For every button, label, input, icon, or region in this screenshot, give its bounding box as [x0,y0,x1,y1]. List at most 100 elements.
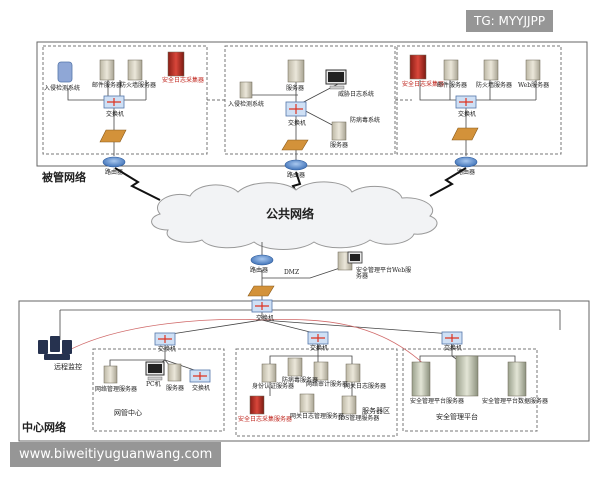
device-label: 防病毒服务器 [282,377,319,384]
firewall-icon [99,129,127,143]
red-links [59,319,431,371]
server-icon [313,361,329,381]
device-label: 服务器 [330,142,349,149]
device-label: 安全管理平台Web服务器 [356,267,412,280]
switch-label: 交换机 [158,346,177,353]
switch-icons [57,61,477,383]
pc-icons [145,69,363,381]
server-icon [443,59,459,81]
device-label: 入侵检测系统 [44,85,81,92]
switch-label: 交换机 [288,120,307,127]
device-label: 网关日志管理服务器 [290,413,345,420]
server-rack-icon [455,355,479,397]
router-label: 路由器 [105,169,124,176]
firewall-icon [247,285,275,297]
device-label: 网络管理服务器 [95,386,138,393]
router-label: 路由器 [287,172,306,179]
server-icon [239,81,253,99]
switch-icon [455,95,477,109]
watermark-website: www.biweitiyuguanwang.com [10,442,222,467]
server-zone-box [235,348,398,437]
switch-label: 交换机 [256,315,275,322]
central-network-frame [18,300,590,442]
device-label: 服务器 [286,85,305,92]
public-network-cloud [151,181,438,250]
server-zone-title: 服务器区 [362,407,390,415]
device-label: Web服务器 [518,82,550,89]
router-icon [250,254,274,266]
server-icon [261,363,277,383]
server-icon [345,363,361,383]
server-icon [167,51,185,77]
server-icon [483,59,499,81]
security-platform-title: 安全管理平台 [436,413,478,421]
server-icon [287,59,305,83]
monitor-icon [145,361,165,381]
managed-network-frame [36,41,588,167]
server-icon [287,357,303,377]
remote-monitor-label: 远程监控 [54,363,82,371]
server-icon [127,59,143,81]
central-network-title: 中心网络 [22,421,66,434]
server-rack-icon [507,361,527,397]
device-label: 网关日志服务器 [344,383,387,390]
switch-label: 交换机 [458,111,477,118]
monitor-icon [325,69,347,90]
device-label: 交换机 [192,385,211,392]
firewall-icon [451,127,479,141]
dmz-label: DMZ [284,269,300,276]
dmz-links [261,242,341,304]
switch-icon [285,101,307,117]
device-label: 网络审计服务器 [306,381,349,388]
middle-site-box [224,45,396,155]
device-label: 安全日志采集器 [162,77,205,84]
router-icon [454,156,478,168]
server-icon [103,365,118,384]
server-icons [99,51,541,415]
server-icon [409,54,427,80]
switch-icon [251,299,273,313]
security-platform-box [402,348,538,432]
device-label: 威胁日志系统 [338,91,375,98]
device-label: 安全日志采集服务器 [238,416,293,423]
switch-icon [154,332,176,346]
switch-icon [57,61,73,83]
device-label: 安全管理平台数据服务器 [482,398,549,405]
router-label: 路由器 [457,169,476,176]
management-center-title: 网管中心 [114,409,142,417]
switch-icon [189,369,211,383]
server-icon [331,121,347,141]
device-label: 防火墙服务器 [120,82,157,89]
device-label: 防病毒系统 [350,117,381,124]
device-label: 安全日志采集器 [402,81,445,88]
server-rack-icon [411,361,431,397]
switch-icon [307,331,329,345]
server-icon [167,363,182,382]
device-label: 安全管理平台服务器 [410,398,465,405]
device-label: 服务器 [166,385,185,392]
device-label: 身份认证服务器 [252,383,295,390]
switch-label: 交换机 [310,345,329,352]
managed-network-title: 被管网络 [42,171,86,184]
server-icon [341,395,357,415]
management-center-box [92,348,225,432]
firewall-icons [99,127,479,297]
server-icon [299,393,315,413]
public-network-label: 公共网络 [266,207,315,221]
remote-monitor-icon [38,336,72,360]
router-label: 路由器 [250,267,269,274]
router-icon [102,156,126,168]
server-icon [525,59,541,81]
watermark-telegram: TG: MYYJJPP [466,10,554,32]
server-icon [249,395,265,415]
device-label: PC机 [146,381,161,388]
device-label: 邮件服务器 [437,82,468,89]
device-label: 入侵检测系统 [228,101,265,108]
device-label: 邮件服务器 [92,82,123,89]
device-label: 防火墙服务器 [476,82,513,89]
switch-label: 交换机 [106,111,125,118]
switch-icon [441,331,463,345]
firewall-icon [281,139,309,151]
router-icon [284,159,308,171]
